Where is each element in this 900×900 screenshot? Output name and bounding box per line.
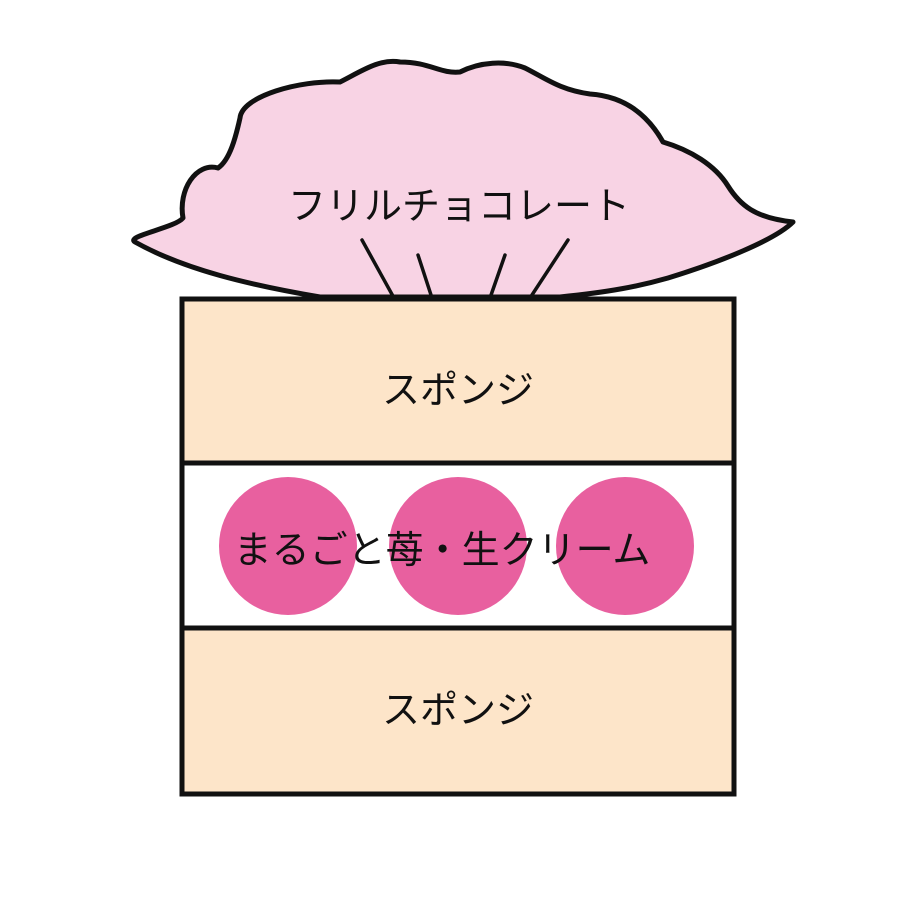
frill-pleat-line: [488, 253, 507, 300]
frill-chocolate-shape: [131, 58, 796, 300]
cream-strawberry-label: まるごと苺・生クリーム: [234, 528, 651, 572]
frill-pleat-line: [528, 238, 570, 300]
frill-chocolate-label: フリルチョコレート: [288, 184, 630, 228]
frill-pleat-line: [416, 253, 434, 300]
top-sponge-layer: [179, 296, 737, 466]
bottom-sponge-label: スポンジ: [382, 688, 534, 732]
strawberry-circle: [389, 477, 527, 615]
strawberry-circle: [556, 477, 694, 615]
top-sponge-label: スポンジ: [382, 368, 534, 412]
strawberry-circle: [219, 477, 357, 615]
frill-pleat-line: [360, 238, 396, 300]
bottom-sponge-layer: [179, 625, 737, 797]
